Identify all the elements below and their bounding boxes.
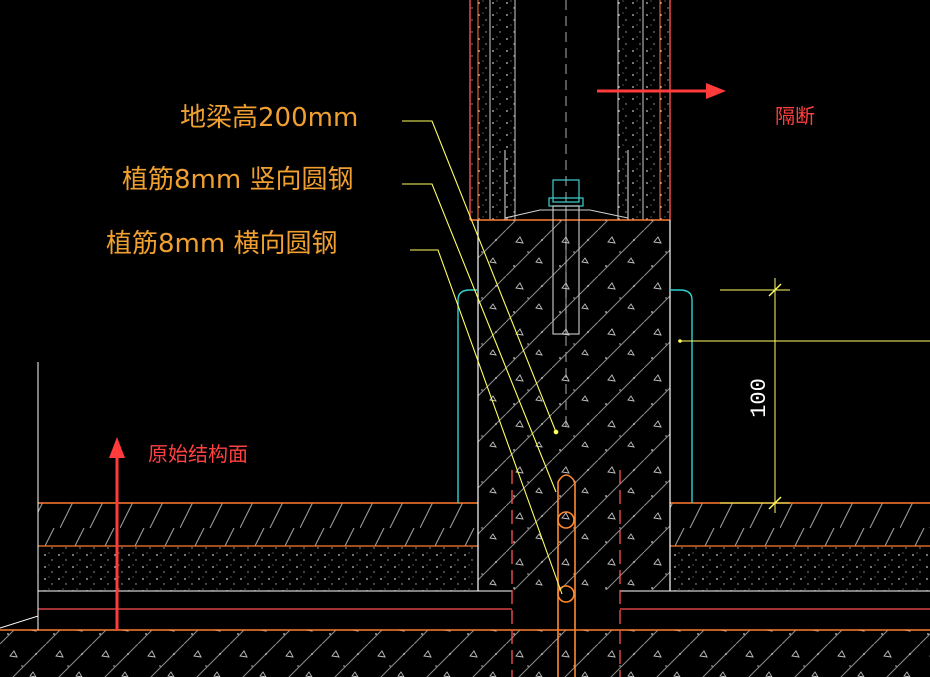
floor-hatch-left <box>38 503 478 546</box>
partition-arrow <box>597 83 726 99</box>
rebar-group <box>511 470 621 677</box>
callout-vertical-rebar: 植筋8mm 竖向圆钢 <box>122 165 353 195</box>
arrow-up-head <box>109 437 125 458</box>
horizontal-rebar-1 <box>557 511 575 529</box>
base-structure <box>0 630 930 677</box>
leader-dot-1 <box>553 429 559 435</box>
leader-beam-height <box>402 120 557 433</box>
beam-concrete <box>478 220 670 590</box>
break-mark <box>0 615 39 630</box>
dim-tick-top <box>768 283 782 297</box>
dimension-100: 100 <box>678 278 930 513</box>
screed-left <box>38 546 478 591</box>
screed-right <box>670 546 930 591</box>
bolt-nut <box>552 179 580 203</box>
vertical-rebar <box>557 474 576 677</box>
leader-lines <box>402 120 563 595</box>
wall-core-right <box>618 0 670 220</box>
dim-tick-bottom <box>768 496 782 510</box>
dim-value: 100 <box>747 378 772 418</box>
leader-vertical-rebar <box>402 183 557 493</box>
ground-beam <box>457 179 693 591</box>
leader-horizontal-rebar <box>410 249 563 595</box>
wall-core-left <box>470 0 515 220</box>
steel-track <box>504 150 629 220</box>
label-partition: 隔断 <box>775 104 815 128</box>
floor-hatch-right <box>670 503 930 546</box>
ref-dot <box>678 339 682 343</box>
horizontal-rebar-2 <box>557 585 575 603</box>
label-original-structure: 原始结构面 <box>148 442 248 466</box>
callout-beam-height: 地梁高200mm <box>180 103 358 133</box>
trim-right <box>670 289 693 503</box>
structure-arrow <box>109 437 125 630</box>
trim-left <box>457 289 478 503</box>
arrow-right-head <box>706 83 726 99</box>
callout-horizontal-rebar: 植筋8mm 横向圆钢 <box>106 229 337 259</box>
floor-slab <box>0 362 930 677</box>
